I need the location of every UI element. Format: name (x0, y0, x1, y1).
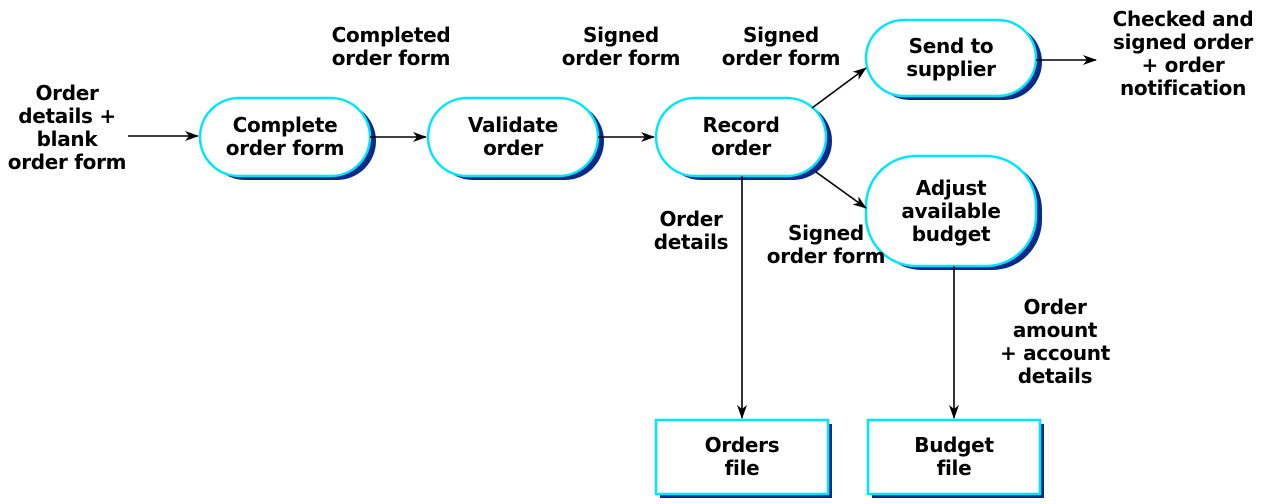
adjust-available-budget-label: Adjust available budget (901, 175, 1001, 246)
record-order-label: Record order (702, 113, 780, 160)
flow-label-completed-order-form: Completed order form (331, 23, 451, 70)
complete-order-form-label: Complete order form (225, 113, 345, 160)
process-record-order[interactable] (654, 96, 828, 178)
flow-arrow-to-budget (815, 171, 867, 209)
flow-label-signed-order-form-1: Signed order form (561, 23, 681, 70)
flow-label-signed-order-form-2: Signed order form (721, 23, 841, 70)
process-adjust-available-budget[interactable] (864, 154, 1038, 268)
orders-file-label: Orders file (704, 433, 780, 480)
flow-label-input: Order details + blank order form (7, 81, 127, 174)
store-orders-file[interactable] (654, 418, 830, 496)
store-budget-file[interactable] (866, 418, 1042, 496)
flow-label-signed-order-form-3: Signed order form (766, 221, 886, 268)
send-to-supplier-label: Send to supplier (906, 34, 996, 81)
process-send-to-supplier[interactable] (864, 18, 1038, 98)
budget-file-label: Budget file (914, 433, 994, 480)
flow-arrow-to-supplier (811, 67, 867, 109)
flow-label-order-amount: Order amount + account details (999, 295, 1110, 388)
flow-label-order-details: Order details (653, 207, 729, 254)
validate-order-label: Validate order (467, 113, 559, 160)
flow-label-output: Checked and signed order + order notific… (1112, 7, 1254, 100)
